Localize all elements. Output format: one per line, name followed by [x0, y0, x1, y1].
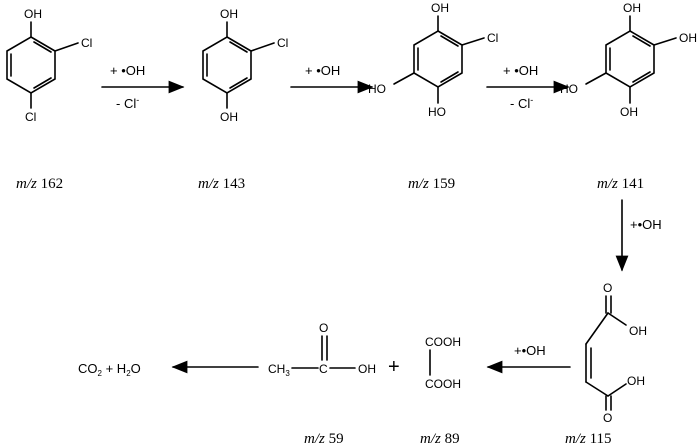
arrow-label-add-hydroxyl: + •OH [503, 63, 538, 78]
molecule-dichlorophenol: OH Cl Cl [6, 7, 92, 124]
atom-oh: OH [220, 110, 238, 124]
arrow-label-add-hydroxyl: + •OH [110, 63, 145, 78]
atom-cl: Cl [277, 36, 288, 50]
arrow-label-add-hydroxyl: +•OH [630, 217, 662, 232]
plus-sign: + [388, 356, 400, 378]
arrow-label-remove-chloride: - Cl- [510, 95, 533, 111]
molecule-tetrahydroxybenzene: OH OH HO OH [560, 1, 697, 119]
atom-cooh: COOH [425, 377, 461, 391]
molecule-chlorohydroquinone: OH Cl OH [202, 7, 288, 124]
atom-ho: HO [368, 82, 386, 96]
atom-oh: OH [431, 1, 449, 15]
atom-o: O [319, 321, 328, 335]
molecule-chlorotrihydroxybenzene: OH Cl HO HO [368, 1, 498, 119]
atom-c: C [319, 362, 328, 376]
atom-o: O [603, 281, 612, 295]
atom-oh: OH [220, 7, 238, 21]
atom-cl: Cl [81, 36, 92, 50]
arrow-label-add-hydroxyl: +•OH [514, 343, 546, 358]
mz-label: m/z 143 [198, 176, 245, 192]
atom-cl: Cl [487, 31, 498, 45]
atom-ch3: CH3 [268, 362, 290, 378]
atom-ho: HO [560, 82, 578, 96]
atom-ho: HO [428, 105, 446, 119]
mz-label: m/z 141 [597, 176, 644, 192]
atom-cl: Cl [25, 110, 36, 124]
atom-o: O [603, 411, 612, 425]
molecule-maleic-acid: O OH OH O [585, 281, 647, 425]
atom-oh: OH [627, 374, 645, 388]
mz-label: m/z 59 [304, 431, 344, 447]
atom-oh: OH [358, 362, 376, 376]
molecule-acetic-acid: CH3 C O OH [268, 321, 376, 378]
arrow-label-add-hydroxyl: + •OH [305, 63, 340, 78]
atom-oh: OH [629, 324, 647, 338]
atom-oh: OH [24, 7, 42, 21]
arrow-label-remove-chloride: - Cl- [116, 95, 139, 111]
atom-oh: OH [679, 31, 697, 45]
atom-oh: OH [623, 1, 641, 15]
mz-label: m/z 159 [408, 176, 455, 192]
atom-cooh: COOH [425, 335, 461, 349]
final-products: CO2 + H2O [78, 361, 141, 378]
molecule-oxalic-acid: COOH COOH [425, 335, 461, 391]
atom-oh: OH [620, 105, 638, 119]
mz-label: m/z 115 [565, 431, 612, 447]
mz-label: m/z 162 [16, 176, 63, 192]
mz-label: m/z 89 [420, 431, 460, 447]
